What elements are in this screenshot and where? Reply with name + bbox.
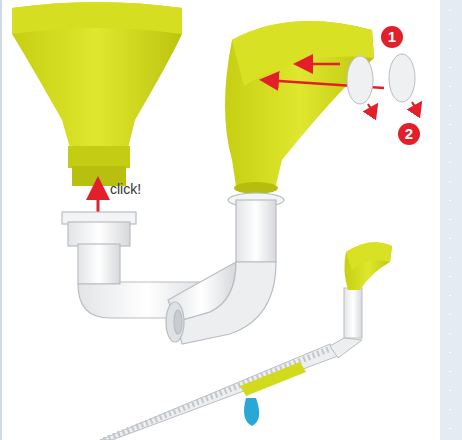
callout-number: 1 (381, 26, 403, 48)
action-label: click! (110, 181, 141, 197)
turn-arrow (368, 104, 376, 109)
callout-circle (398, 123, 420, 145)
callout-circle (381, 26, 403, 48)
disc (389, 54, 415, 102)
insert-arrow (298, 63, 340, 66)
rail (100, 344, 338, 440)
side-band (440, 0, 462, 440)
callout-number: 2 (398, 123, 420, 145)
frame-line (0, 0, 2, 440)
dot-line (449, 10, 451, 430)
turn-arrow (412, 102, 420, 107)
disc (347, 56, 373, 104)
elbow-pipe (166, 193, 284, 344)
elbow-pipe (330, 288, 362, 358)
funnel (344, 242, 392, 290)
funnel (225, 21, 374, 194)
funnel (12, 2, 182, 186)
